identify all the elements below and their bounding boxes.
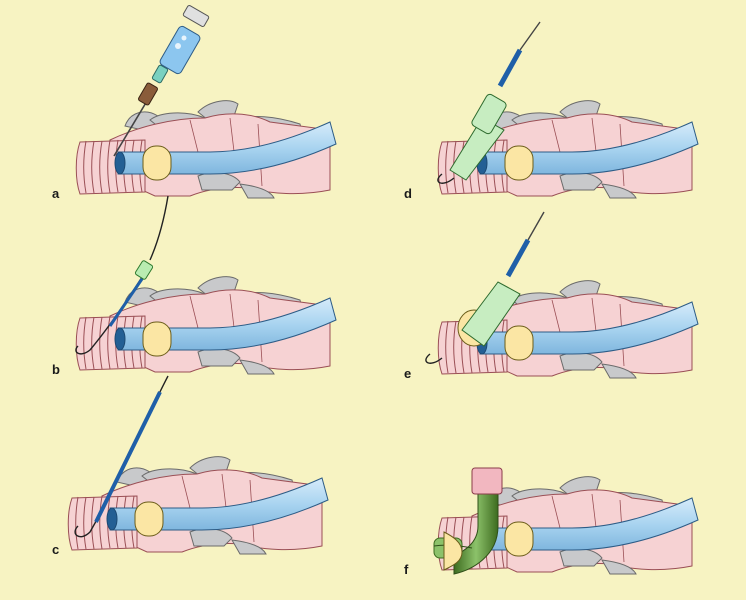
trachea-anatomy [75, 100, 337, 199]
panel-label-a: a [52, 186, 60, 201]
panel-e: e [404, 211, 699, 381]
panel-label-f: f [404, 562, 409, 577]
panel-label-c: c [52, 542, 59, 557]
dilator-sheath [437, 21, 541, 184]
dilator-sheath-advanced [425, 211, 545, 364]
trachea-anatomy [75, 276, 337, 375]
syringe-needle [113, 5, 210, 157]
panel-b: b [52, 195, 337, 377]
panel-label-b: b [52, 362, 60, 377]
panel-d: d [404, 21, 699, 201]
panel-c: c [52, 375, 329, 557]
tracheostomy-tube [433, 467, 503, 575]
panel-f: f [404, 467, 699, 577]
panel-label-d: d [404, 186, 412, 201]
catheter-guidewire [75, 195, 169, 355]
trachea-anatomy [67, 456, 329, 555]
panel-a: a [52, 5, 337, 201]
guidewire-dilator [74, 375, 169, 538]
panel-label-e: e [404, 366, 411, 381]
